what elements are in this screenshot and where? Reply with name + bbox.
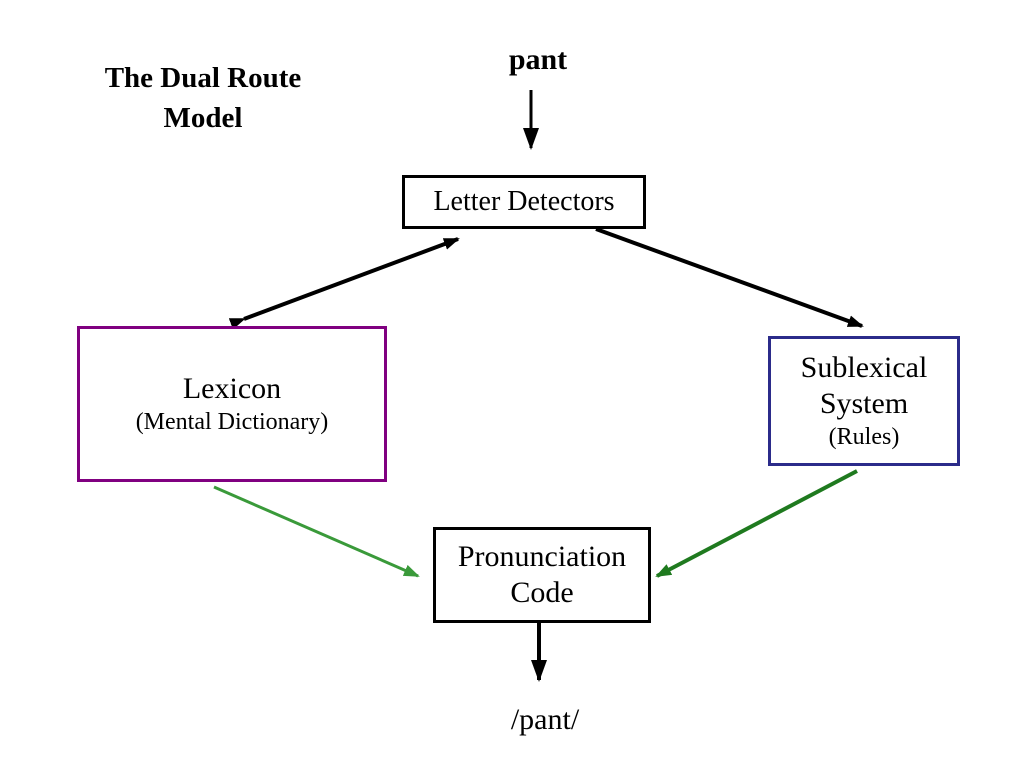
arrow-sublexical-to-pronunciation <box>655 469 858 578</box>
pronunciation-label-line2: Code <box>510 576 574 609</box>
diagram-title-line1: The Dual Route <box>104 62 302 94</box>
letter-detectors-box: Letter Detectors <box>402 175 646 229</box>
sublexical-label-line2: System <box>819 387 909 420</box>
arrow-letter-detectors-lexicon <box>228 237 460 330</box>
pronunciation-code-box: Pronunciation Code <box>433 527 651 623</box>
output-word: /pant/ <box>510 703 580 736</box>
lexicon-label: Lexicon <box>182 372 282 405</box>
diagram-title: The Dual Route Model <box>70 58 336 138</box>
sublexical-sublabel: (Rules) <box>828 424 900 450</box>
diagram-title-line2: Model <box>163 102 243 134</box>
lexicon-sublabel: (Mental Dictionary) <box>135 409 329 435</box>
sublexical-system-box: Sublexical System (Rules) <box>768 336 960 466</box>
pronunciation-label-line1: Pronunciation <box>457 540 627 573</box>
arrow-letter-detectors-to-sublexical <box>595 227 864 328</box>
sublexical-label-line1: Sublexical <box>800 351 928 384</box>
arrow-lexicon-to-pronunciation <box>213 485 420 578</box>
input-word: pant <box>508 43 568 76</box>
lexicon-box: Lexicon (Mental Dictionary) <box>77 326 387 482</box>
letter-detectors-label: Letter Detectors <box>433 186 615 217</box>
